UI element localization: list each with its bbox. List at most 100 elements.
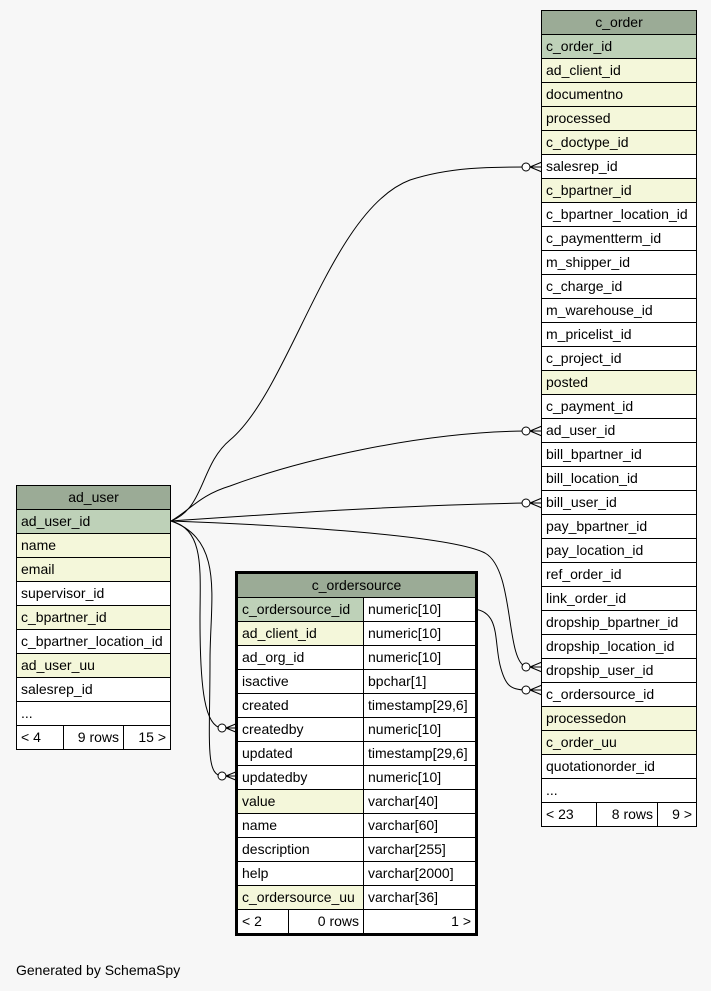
column-name: c_charge_id bbox=[541, 274, 697, 299]
column-row[interactable]: c_paymentterm_id bbox=[541, 226, 697, 251]
column-row[interactable]: c_bpartner_location_id bbox=[15, 629, 172, 654]
column-row[interactable]: link_order_id bbox=[541, 586, 697, 611]
column-row[interactable]: salesrep_id bbox=[541, 154, 697, 179]
table-header[interactable]: ad_user bbox=[15, 485, 172, 510]
table-header[interactable]: c_order bbox=[541, 10, 697, 35]
column-row[interactable]: processed bbox=[541, 106, 697, 131]
column-type: numeric[10] bbox=[362, 597, 478, 622]
row-count: 9 rows bbox=[63, 725, 124, 750]
column-name: ad_org_id bbox=[236, 645, 364, 670]
children-link[interactable]: 9 > bbox=[657, 802, 697, 827]
column-row[interactable]: ad_user_id bbox=[15, 509, 172, 534]
column-row[interactable]: c_charge_id bbox=[541, 274, 697, 299]
table-header[interactable]: c_ordersource bbox=[235, 572, 478, 598]
column-row[interactable]: email bbox=[15, 557, 172, 582]
column-row[interactable]: c_payment_id bbox=[541, 394, 697, 419]
children-link[interactable]: 15 > bbox=[122, 725, 172, 750]
column-type: varchar[2000] bbox=[362, 861, 478, 886]
column-name: documentno bbox=[541, 82, 697, 107]
column-name: help bbox=[236, 861, 364, 886]
column-row[interactable]: m_pricelist_id bbox=[541, 322, 697, 347]
column-name: ad_user_id bbox=[541, 418, 697, 443]
column-name: quotationorder_id bbox=[541, 754, 697, 779]
column-name: m_pricelist_id bbox=[541, 322, 697, 347]
column-name: c_doctype_id bbox=[541, 130, 697, 155]
children-link[interactable]: 1 > bbox=[362, 909, 478, 935]
column-row[interactable]: ref_order_id bbox=[541, 562, 697, 587]
column-row[interactable]: posted bbox=[541, 370, 697, 395]
column-row[interactable]: quotationorder_id bbox=[541, 754, 697, 779]
column-row[interactable]: c_doctype_id bbox=[541, 130, 697, 155]
column-name: m_warehouse_id bbox=[541, 298, 697, 323]
column-name: pay_bpartner_id bbox=[541, 514, 697, 539]
column-name: name bbox=[15, 533, 172, 558]
parents-link[interactable]: < 2 bbox=[236, 909, 289, 935]
column-row[interactable]: pay_location_id bbox=[541, 538, 697, 563]
column-row[interactable]: documentno bbox=[541, 82, 697, 107]
column-type: varchar[40] bbox=[362, 789, 478, 814]
parents-link[interactable]: < 4 bbox=[16, 725, 64, 750]
column-name: c_bpartner_id bbox=[541, 178, 697, 203]
column-row[interactable]: m_warehouse_id bbox=[541, 298, 697, 323]
column-name: ad_client_id bbox=[236, 621, 364, 646]
column-name: bill_location_id bbox=[541, 466, 697, 491]
crowfoot-bill_user_id bbox=[521, 498, 531, 508]
column-row[interactable]: processedon bbox=[541, 706, 697, 731]
column-row[interactable]: c_ordersource_id bbox=[541, 682, 697, 707]
column-row[interactable]: ad_user_id bbox=[541, 418, 697, 443]
column-name: updatedby bbox=[236, 765, 364, 790]
column-name: value bbox=[236, 789, 364, 814]
column-type: numeric[10] bbox=[362, 645, 478, 670]
column-name: pay_location_id bbox=[541, 538, 697, 563]
column-type: timestamp[29,6] bbox=[362, 741, 478, 766]
column-name: ad_client_id bbox=[541, 58, 697, 83]
column-row[interactable]: salesrep_id bbox=[15, 677, 172, 702]
column-name: c_bpartner_id bbox=[15, 605, 172, 630]
column-name: createdby bbox=[236, 717, 364, 742]
column-row[interactable]: ... bbox=[541, 778, 697, 803]
column-name: c_bpartner_location_id bbox=[541, 202, 697, 227]
column-name: c_paymentterm_id bbox=[541, 226, 697, 251]
crowfoot-dropship_user_id bbox=[521, 662, 531, 672]
crowfoot-salesrep_id bbox=[521, 162, 531, 172]
column-row[interactable]: c_bpartner_id bbox=[15, 605, 172, 630]
column-name: salesrep_id bbox=[15, 677, 172, 702]
column-row[interactable]: bill_user_id bbox=[541, 490, 697, 515]
column-row[interactable]: c_order_id bbox=[541, 34, 697, 59]
column-row[interactable]: dropship_user_id bbox=[541, 658, 697, 683]
column-row[interactable]: m_shipper_id bbox=[541, 250, 697, 275]
column-row[interactable]: dropship_location_id bbox=[541, 634, 697, 659]
column-row[interactable]: c_project_id bbox=[541, 346, 697, 371]
relation-c_order-c_ordersource_id bbox=[473, 608, 527, 691]
column-name: bill_user_id bbox=[541, 490, 697, 515]
column-row[interactable]: bill_bpartner_id bbox=[541, 442, 697, 467]
column-row[interactable]: c_order_uu bbox=[541, 730, 697, 755]
column-row[interactable]: c_bpartner_id bbox=[541, 178, 697, 203]
column-name: ... bbox=[15, 701, 172, 726]
column-row[interactable]: c_bpartner_location_id bbox=[541, 202, 697, 227]
column-row[interactable]: ad_client_id bbox=[541, 58, 697, 83]
column-row[interactable]: bill_location_id bbox=[541, 466, 697, 491]
crowfoot-updatedby bbox=[217, 771, 227, 781]
column-row[interactable]: name bbox=[15, 533, 172, 558]
parents-link[interactable]: < 23 bbox=[541, 802, 597, 827]
column-row[interactable]: dropship_bpartner_id bbox=[541, 610, 697, 635]
column-row[interactable]: supervisor_id bbox=[15, 581, 172, 606]
column-row[interactable]: pay_bpartner_id bbox=[541, 514, 697, 539]
column-row[interactable]: ... bbox=[15, 701, 172, 726]
column-row[interactable]: ad_user_uu bbox=[15, 653, 172, 678]
